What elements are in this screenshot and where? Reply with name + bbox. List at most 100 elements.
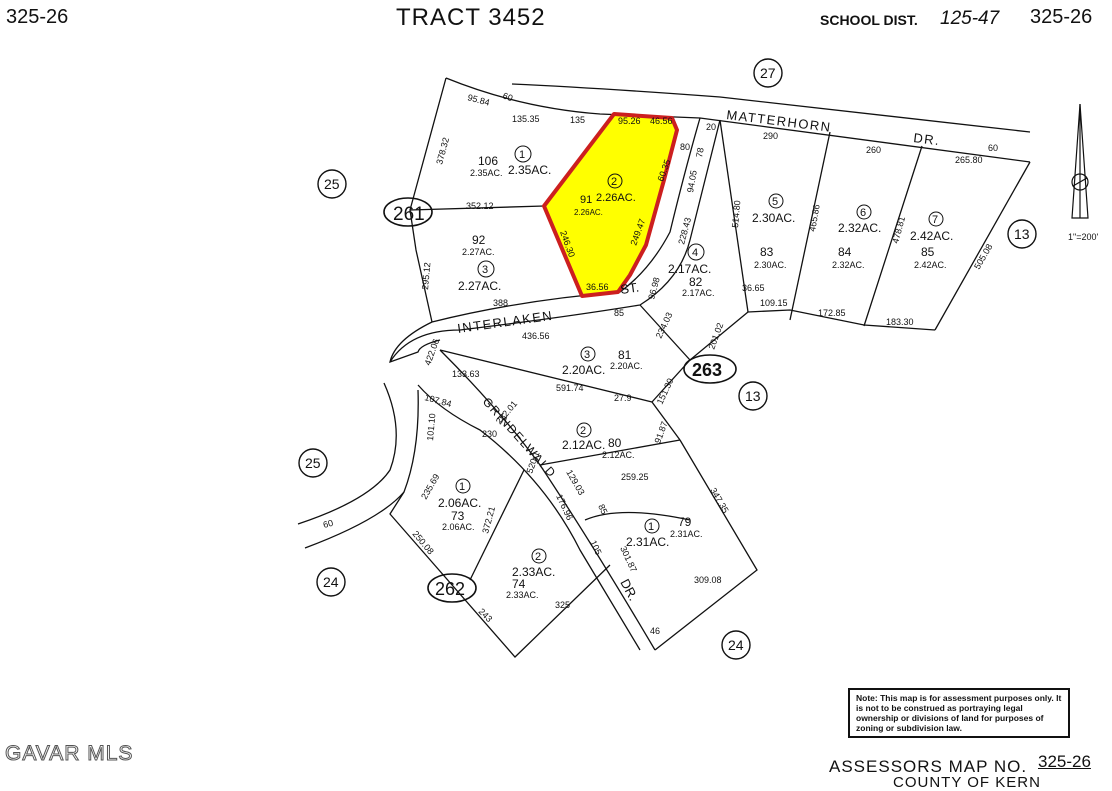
dimension: 96.98 <box>646 276 661 300</box>
adjacent-map-13b: 13 <box>745 388 761 404</box>
parcel-apn: 84 <box>838 245 852 259</box>
dimension: 172.85 <box>818 308 846 318</box>
interlaken-st-north-edge <box>431 117 701 323</box>
dimension: 309.08 <box>694 575 722 585</box>
dimension: 388 <box>493 298 508 308</box>
parcel-apn: 85 <box>921 245 935 259</box>
parcel-acres-sub: 2.31AC. <box>670 529 703 539</box>
parcel-262-1: 1 2.06AC. 73 2.06AC. <box>438 478 481 532</box>
parcel-apn: 91 <box>580 194 592 206</box>
lot-line-3-south <box>439 349 653 403</box>
dimension: 94.05 <box>685 169 699 193</box>
west-road-south-edge <box>304 389 419 549</box>
assessors-map-label: ASSESSORS MAP NO. <box>829 757 1028 776</box>
block-263-east-boundary <box>934 161 1031 331</box>
parcel-acres: 2.17AC. <box>668 262 711 276</box>
parcel-number: 1 <box>648 521 654 533</box>
parcel-apn: 79 <box>678 515 692 529</box>
dimension: 135.35 <box>512 114 540 124</box>
parcel-acres: 2.32AC. <box>838 221 881 235</box>
dimension: 129.03 <box>564 468 586 497</box>
assessors-map-number: 325-26 <box>1038 752 1091 771</box>
lot-line-2-1 <box>539 439 681 466</box>
parcel-acres-sub: 2.17AC. <box>682 288 715 298</box>
block-263-southeast-line <box>654 439 758 651</box>
parcel-acres-sub: 2.32AC. <box>832 260 865 270</box>
adjacent-map-25a: 25 <box>324 176 340 192</box>
adjacent-map-27: 27 <box>760 65 776 81</box>
dimension: 290 <box>763 131 778 141</box>
dimension: 347.35 <box>708 486 730 515</box>
dimension: 60 <box>501 90 514 103</box>
dimension: 80 <box>680 142 690 152</box>
lot-line-262-1-2 <box>469 469 525 581</box>
dimension: 135 <box>570 115 585 125</box>
parcel-acres: 2.42AC. <box>910 229 953 243</box>
adjacent-map-25b: 25 <box>305 455 321 471</box>
dimension: 20 <box>706 122 716 132</box>
block-262-boundary <box>389 491 611 658</box>
dimension: 101.10 <box>425 413 437 441</box>
adjacent-map-13a: 13 <box>1014 226 1030 242</box>
parcel-263-2: 2 2.12AC. 80 2.12AC. <box>562 422 635 460</box>
block-263-label: 263 <box>692 360 722 380</box>
dimension: 46 <box>650 626 660 636</box>
dimension: 151.30 <box>655 377 676 406</box>
parcel-acres: 2.33AC. <box>512 565 555 579</box>
dimension: 505.08 <box>972 242 994 271</box>
parcel-acres-sub: 2.30AC. <box>754 260 787 270</box>
lot-line-6-7 <box>863 145 923 327</box>
block-263-south-line <box>747 309 936 331</box>
dimension: 201.02 <box>706 321 725 350</box>
dimension: 183.30 <box>886 317 914 327</box>
dimension: 60 <box>322 518 334 530</box>
parcel-apn: 80 <box>608 436 622 450</box>
lot-line-4-5 <box>719 119 749 313</box>
dimension: 85 <box>614 308 624 318</box>
lot-line-3-east <box>651 359 691 441</box>
page-number-left: 325-26 <box>6 6 69 28</box>
dimension: 133.63 <box>452 369 480 379</box>
adjacent-map-24a: 24 <box>323 574 339 590</box>
dimension: 465.86 <box>807 203 822 232</box>
parcel-number: 4 <box>692 247 698 259</box>
matterhorn-dr-suffix: DR. <box>913 130 942 148</box>
parcel-apn: 74 <box>512 577 526 591</box>
matterhorn-dr-label: MATTERHORN <box>726 107 833 135</box>
dimension: 436.56 <box>522 331 550 341</box>
parcel-263-4: 4 2.17AC. 82 2.17AC. <box>668 243 715 298</box>
dimension: 352.12 <box>466 201 494 211</box>
dimension: 46.56 <box>650 116 673 126</box>
parcel-number: 2 <box>535 551 541 563</box>
dimension: 105 <box>588 539 603 557</box>
disclaimer-note: Note: This map is for assessment purpose… <box>848 688 1070 738</box>
matterhorn-dr-north-edge <box>511 83 1031 133</box>
dimension: 325 <box>555 600 570 610</box>
dimension: 228.43 <box>676 216 693 245</box>
dimension: 591.74 <box>556 383 584 393</box>
dimension: 478.81 <box>890 215 907 244</box>
dimension: 78 <box>694 147 706 159</box>
parcel-261-2: 2 91 2.26AC. 2.26AC. <box>574 173 636 217</box>
dimension: 514.80 <box>730 200 742 228</box>
lot-line-1-263 <box>584 511 691 521</box>
block-263-ellipse <box>683 354 737 384</box>
interlaken-st-suffix: ST. <box>619 280 640 297</box>
parcel-262-2: 2 2.33AC. 74 2.33AC. <box>506 548 555 600</box>
north-arrow-icon <box>1071 103 1089 219</box>
dimension: 95.84 <box>466 92 490 107</box>
dimension: 85 <box>596 503 609 516</box>
school-district-label: SCHOOL DIST. <box>820 12 918 28</box>
block-261-ellipse <box>383 197 433 227</box>
parcel-number: 2 <box>611 176 617 188</box>
parcel-acres-sub: 2.42AC. <box>914 260 947 270</box>
parcel-acres-sub: 2.27AC. <box>462 247 495 257</box>
dimension: 91.87 <box>652 420 669 445</box>
parcel-acres: 2.26AC. <box>596 192 636 204</box>
dimension: 243 <box>477 606 495 624</box>
highlighted-parcel[interactable] <box>542 112 679 298</box>
block-262-label: 262 <box>435 579 465 599</box>
parcel-263-6: 6 2.32AC. 84 2.32AC. <box>832 204 881 270</box>
scale-label: 1"=200' <box>1068 232 1098 242</box>
adjacent-map-13a-circle <box>1007 219 1037 249</box>
